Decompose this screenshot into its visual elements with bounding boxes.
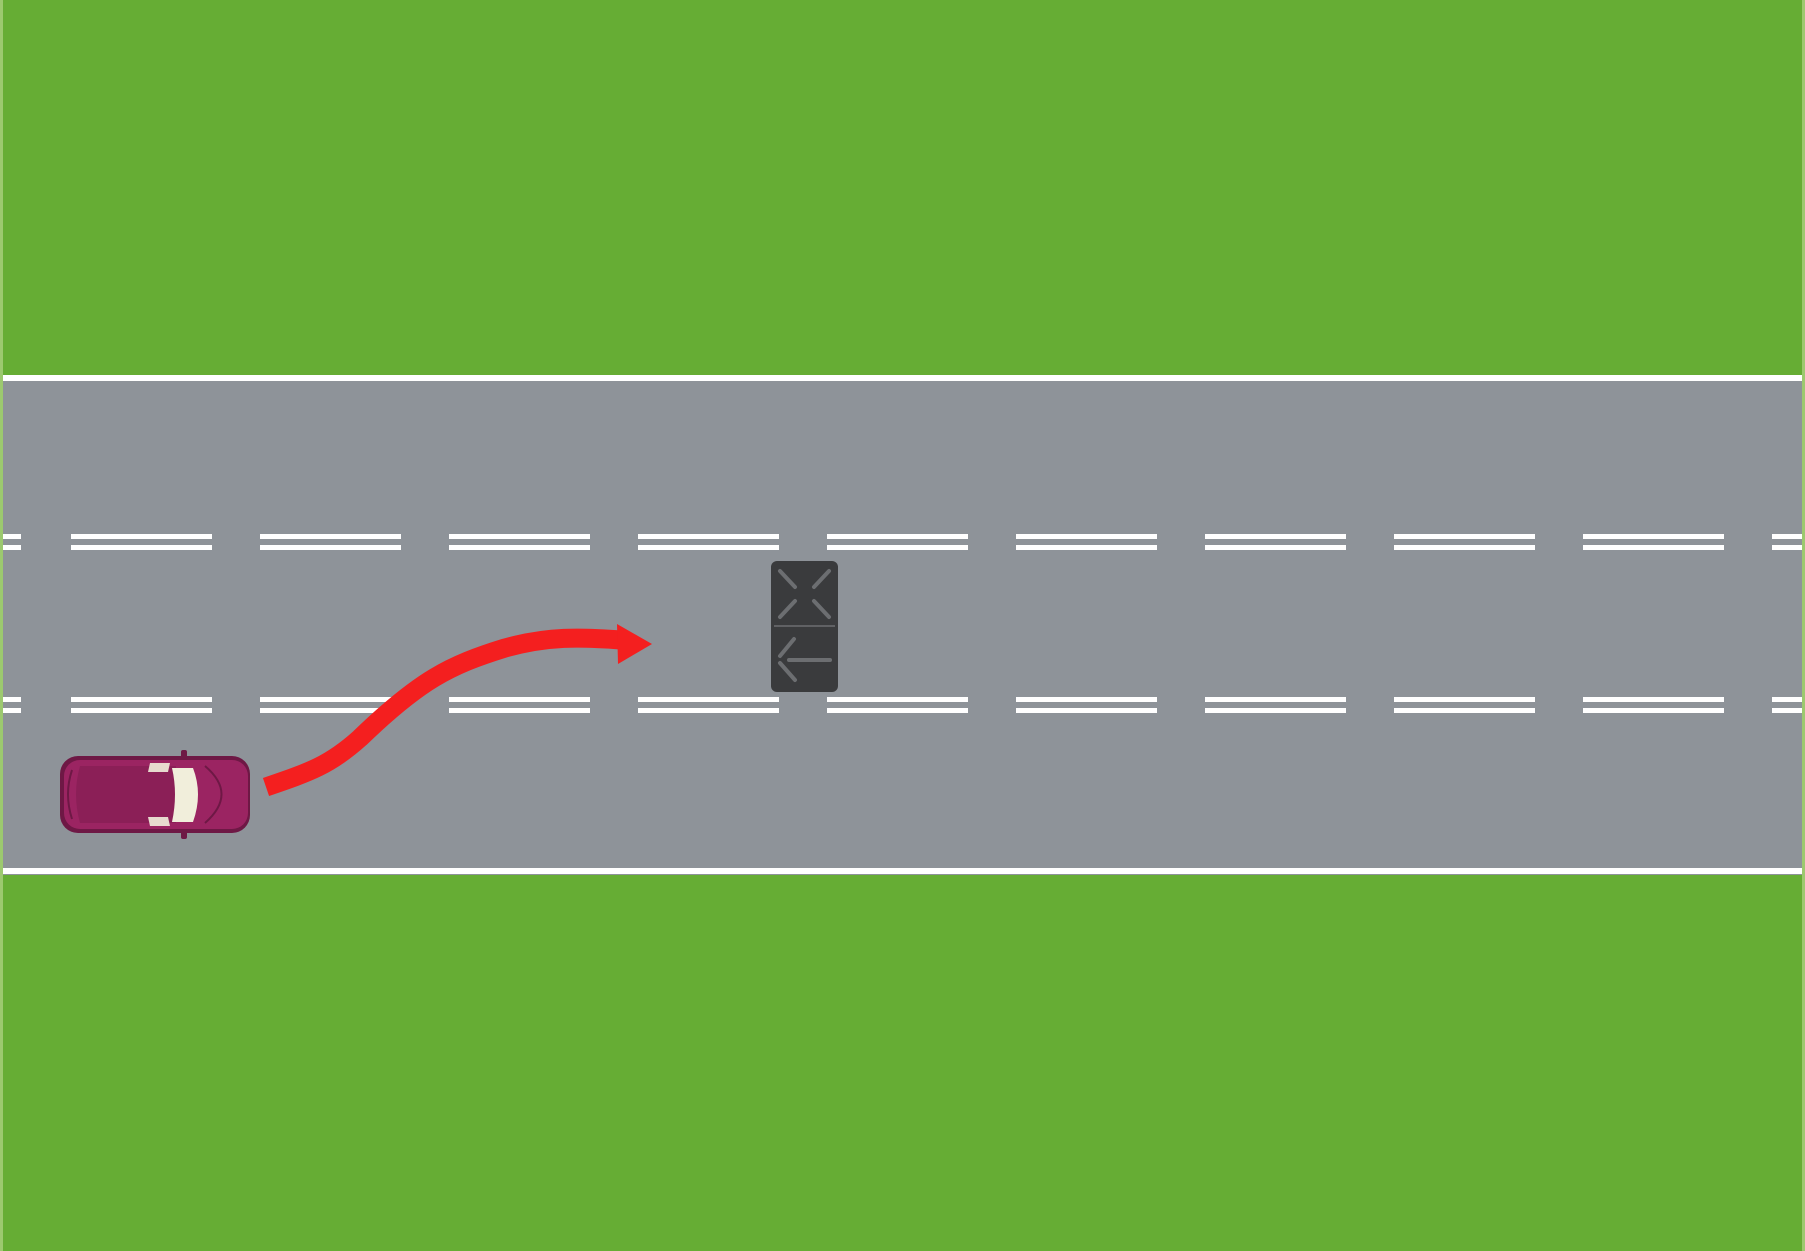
lane-dash xyxy=(1583,697,1724,702)
lane-dash xyxy=(638,545,779,550)
lane-dash xyxy=(827,534,968,539)
car-roof xyxy=(76,766,176,823)
lane-dash xyxy=(1583,545,1724,550)
lane-dash xyxy=(1016,697,1157,702)
lane-dash xyxy=(71,534,212,539)
lane-dash xyxy=(71,545,212,550)
lane-dash xyxy=(1394,708,1535,713)
lane-dash xyxy=(827,545,968,550)
lane-dash xyxy=(1016,708,1157,713)
lane-dash xyxy=(3,708,21,713)
lane-dash xyxy=(1205,534,1346,539)
lane-dash xyxy=(1772,534,1802,539)
lane-dash xyxy=(1205,545,1346,550)
lane-control-signal xyxy=(771,561,838,692)
lane-dash xyxy=(1394,697,1535,702)
lane-dash xyxy=(71,697,212,702)
lane-dash xyxy=(449,545,590,550)
lane-dash xyxy=(827,697,968,702)
lane-dash xyxy=(1583,534,1724,539)
lane-dash xyxy=(1772,708,1802,713)
lane-dash xyxy=(1394,545,1535,550)
lane-dash xyxy=(3,545,21,550)
lane-dash xyxy=(638,534,779,539)
road-top-edge-line xyxy=(3,375,1802,381)
lane-dash xyxy=(1394,534,1535,539)
lane-dash xyxy=(827,708,968,713)
lane-dash xyxy=(449,708,590,713)
lane-dash xyxy=(260,545,401,550)
car-side-mirror-bottom xyxy=(181,829,187,839)
lane-dash xyxy=(449,697,590,702)
road-bottom-edge-line xyxy=(3,868,1802,874)
lane-dash xyxy=(1016,534,1157,539)
lane-dash xyxy=(260,697,401,702)
car xyxy=(60,750,250,839)
lane-dash xyxy=(1205,697,1346,702)
left-frame-edge xyxy=(0,0,3,1251)
lane-dash xyxy=(3,697,21,702)
lane-dash xyxy=(449,534,590,539)
car-windshield xyxy=(172,768,198,822)
lane-dash xyxy=(638,708,779,713)
lane-dash xyxy=(638,697,779,702)
lane-dash xyxy=(3,534,21,539)
lane-dash xyxy=(1583,708,1724,713)
lane-dash xyxy=(1016,545,1157,550)
road-surface xyxy=(3,375,1802,875)
lane-dash xyxy=(1772,545,1802,550)
lane-dash xyxy=(71,708,212,713)
road xyxy=(3,375,1802,875)
car-rear-window xyxy=(148,763,170,772)
car-side-mirror-top xyxy=(181,750,187,760)
lane-dash xyxy=(1205,708,1346,713)
lane-dash xyxy=(1772,697,1802,702)
car-rear-window-lower xyxy=(148,817,170,826)
lane-dash xyxy=(260,534,401,539)
